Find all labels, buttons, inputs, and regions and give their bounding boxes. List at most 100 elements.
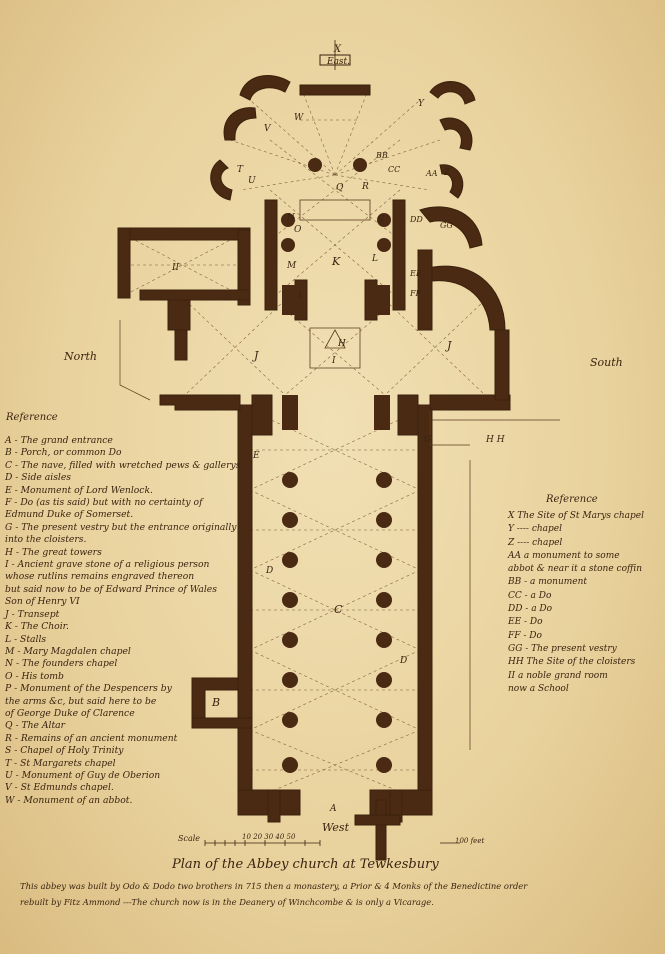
ref-item: FF - Do [508, 630, 542, 641]
plan-letter-a: A [330, 804, 337, 814]
plan-letter-t: T [237, 165, 244, 175]
right-reference-list: X The Site of St Marys chapel Y ---- cha… [508, 510, 644, 696]
scale-ticks: 10 20 30 40 50 [242, 833, 296, 841]
left-reference-list: A - The grand entrance B - Porch, or com… [5, 435, 240, 807]
plan-letter-ii: II [172, 263, 180, 273]
ref-item: G - The present vestry but the entrance … [5, 521, 237, 533]
ref-item: R - Remains of an ancient monument [5, 732, 178, 744]
ref-item: S - Chapel of Holy Trinity [5, 745, 124, 757]
ref-item: EE - Do [508, 617, 543, 628]
walls [117, 54, 511, 861]
ref-item: E - Monument of Lord Wenlock. [5, 484, 153, 496]
ref-item: W - Monument of an abbot. [5, 794, 133, 806]
ref-item: P - Monument of the Despencers by [5, 683, 172, 695]
plan-letter-gg: GG [440, 221, 453, 230]
plan-letter-k: K [332, 255, 341, 268]
label-north: North [64, 350, 98, 363]
ref-item: D - Side aisles [5, 472, 72, 484]
plan-letter-d1: D [266, 566, 274, 576]
crossing-piers [282, 285, 390, 430]
plan-letter-j2: J [447, 339, 452, 352]
left-reference-heading: Reference [6, 412, 58, 423]
plan-letter-n: N [287, 213, 295, 223]
plan-letter-cc: CC [388, 165, 401, 174]
ref-item: U - Monument of Guy de Oberion [5, 769, 161, 781]
plan-letter-r: R [362, 182, 369, 192]
ref-item: H - The great towers [5, 546, 102, 558]
ref-item: Son of Henry VI [5, 596, 80, 608]
ref-item: Z ---- chapel [508, 537, 563, 548]
ref-item: now a School [508, 683, 569, 694]
ref-item: A - The grand entrance [5, 435, 113, 446]
plan-letter-bb: BB [376, 151, 388, 160]
plan-letter-dd: DD [410, 215, 423, 224]
plan-letter-e: E [253, 451, 260, 461]
vault-lines [124, 84, 486, 801]
ref-item: abbot & near it a stone coffin [508, 564, 643, 575]
label-east: East. [327, 57, 351, 67]
ref-item: BB - a monument [508, 577, 588, 588]
ref-item: Edmund Duke of Somerset. [5, 509, 134, 521]
plan-letter-ee: EE [410, 269, 422, 278]
ref-item: B - Porch, or common Do [5, 447, 122, 459]
plan-letter-s: S [378, 215, 385, 225]
ref-item: CC - a Do [508, 590, 552, 601]
ref-item: T - St Margarets chapel [5, 757, 116, 769]
label-south: South [590, 356, 623, 369]
plan-letter-w: W [294, 113, 304, 123]
ref-item: but said now to be of Edward Prince of W… [5, 583, 217, 595]
plan-letter-aa: AA [426, 169, 438, 178]
plan-letter-z: Z [444, 168, 451, 178]
ref-item: N - The founders chapel [5, 658, 118, 670]
scale-bar [204, 840, 460, 846]
ref-item: C - The nave, filled with wretched pews … [5, 459, 241, 471]
ref-item: DD - a Do [508, 604, 553, 615]
plan-letter-i: I [332, 356, 336, 366]
label-x: X [334, 44, 342, 55]
ref-item: F - Do (as tis said) but with no certain… [5, 497, 203, 509]
ref-item: HH The Site of the cloisters [508, 657, 636, 668]
ref-item: whose rutlins remains engraved thereon [5, 571, 195, 583]
plan-letter-hh: H H [486, 435, 505, 445]
ref-item: J - Transept [5, 608, 60, 620]
scale-label: Scale [178, 834, 201, 843]
plan-letter-d2: D [400, 656, 408, 666]
plan-letter-u: U [248, 176, 256, 186]
plan-letter-l1: L [298, 291, 304, 301]
ref-item: AA a monument to some [508, 550, 620, 561]
ref-item: II a noble grand room [508, 670, 608, 681]
ref-item: V - St Edmunds chapel. [5, 782, 114, 794]
choir-stalls [299, 199, 371, 369]
plan-letter-g: G [424, 435, 432, 445]
note-line-1: This abbey was built by Odo & Dodo two b… [20, 881, 528, 891]
plan-letter-c: C [334, 603, 343, 616]
plan-letter-o: O [294, 225, 302, 235]
ref-item: GG - The present vestry [508, 643, 617, 654]
plan-letter-h: H [338, 339, 346, 349]
ref-item: O - His tomb [5, 670, 64, 682]
ref-item: K - The Choir. [5, 621, 69, 633]
plan-letter-b: B [212, 696, 221, 709]
plan-letter-ff: FF [410, 289, 422, 298]
ref-item: X The Site of St Marys chapel [508, 511, 644, 521]
right-reference-heading: Reference [546, 494, 598, 505]
plan-letter-y: Y [418, 99, 424, 109]
label-west: West [322, 821, 349, 834]
plan-title: Plan of the Abbey church at Tewkesbury [172, 857, 439, 872]
plan-letter-q: Q [336, 183, 344, 193]
note-line-2: rebuilt by Fitz Ammond ---The church now… [20, 897, 434, 907]
ref-item: L - Stalls [5, 633, 47, 645]
ref-item: into the cloisters. [5, 534, 87, 546]
scale-end: 100 feet [455, 837, 485, 845]
nave-piers [281, 158, 392, 773]
plan-letter-v: V [264, 124, 271, 134]
ref-item: the arms &c, but said here to be [5, 695, 157, 707]
plan-letter-m: M [287, 261, 297, 271]
annex-lines [119, 320, 560, 750]
ref-item: Y ---- chapel [508, 524, 562, 535]
ref-item: Q - The Altar [5, 720, 66, 732]
ref-item: I - Ancient grave stone of a religious p… [5, 559, 210, 571]
plan-letter-j1: J [254, 349, 259, 362]
